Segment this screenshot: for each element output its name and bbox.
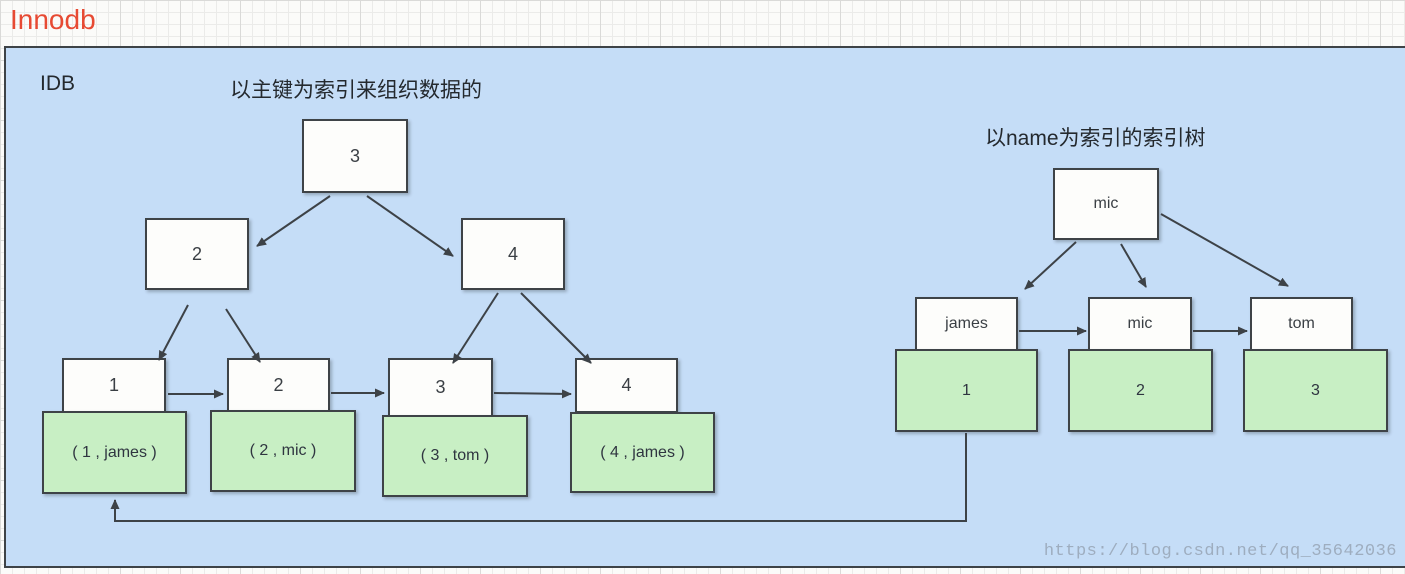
pk-leaf-key-label-2: 2 xyxy=(273,375,284,395)
pk-leaf-key-3: 3 xyxy=(388,358,493,417)
pk-internal-node-4: 4 xyxy=(461,218,565,290)
pk-internal-label-2: 2 xyxy=(191,243,202,264)
pk-internal-label-4: 4 xyxy=(507,243,518,264)
left-tree-heading: 以主键为索引来组织数据的 xyxy=(230,79,482,102)
pk-record-4: ( 4 , james ) xyxy=(570,412,715,493)
name-root-node: mic xyxy=(1053,168,1159,240)
pk-leaf-key-label-4: 4 xyxy=(621,375,632,395)
pk-record-3: ( 3 , tom ) xyxy=(382,415,528,497)
pk-record-label-3: ( 3 , tom ) xyxy=(420,447,490,464)
watermark: https://blog.csdn.net/qq_35642036 xyxy=(1043,542,1397,561)
name-record-2: 2 xyxy=(1068,349,1213,432)
name-record-label-2: 2 xyxy=(1136,381,1145,399)
name-leaf-mic: mic xyxy=(1088,297,1192,351)
pk-leaf-key-4: 4 xyxy=(575,358,678,413)
name-leaf-label-tom: tom xyxy=(1288,315,1315,332)
panel-label: IDB xyxy=(40,72,76,95)
pk-leaf-key-label-1: 1 xyxy=(108,375,119,395)
name-leaf-label-mic: mic xyxy=(1127,315,1153,332)
pk-internal-node-2: 2 xyxy=(145,218,249,290)
name-record-label-3: 3 xyxy=(1311,381,1320,399)
pk-record-2: ( 2 , mic ) xyxy=(210,410,356,492)
name-record-label-1: 1 xyxy=(962,381,971,399)
pk-leaf-key-2: 2 xyxy=(227,358,330,413)
name-record-3: 3 xyxy=(1243,349,1388,432)
pk-record-label-2: ( 2 , mic ) xyxy=(249,442,317,459)
pk-leaf-key-label-3: 3 xyxy=(435,377,446,397)
pk-root-label: 3 xyxy=(349,145,360,166)
name-leaf-label-james: james xyxy=(945,315,988,332)
page-title: Innodb xyxy=(10,4,96,35)
pk-root-node: 3 xyxy=(302,119,408,193)
pk-record-label-4: ( 4 , james ) xyxy=(600,443,685,461)
name-leaf-tom: tom xyxy=(1250,297,1353,351)
name-root-label: mic xyxy=(1093,195,1119,212)
name-record-1: 1 xyxy=(895,349,1038,432)
pk-leaf-key-1: 1 xyxy=(62,358,166,413)
name-leaf-james: james xyxy=(915,297,1018,351)
pk-record-label-1: ( 1 , james ) xyxy=(72,443,157,461)
right-tree-heading: 以name为索引的索引树 xyxy=(985,127,1206,150)
pk-record-1: ( 1 , james ) xyxy=(42,411,187,494)
